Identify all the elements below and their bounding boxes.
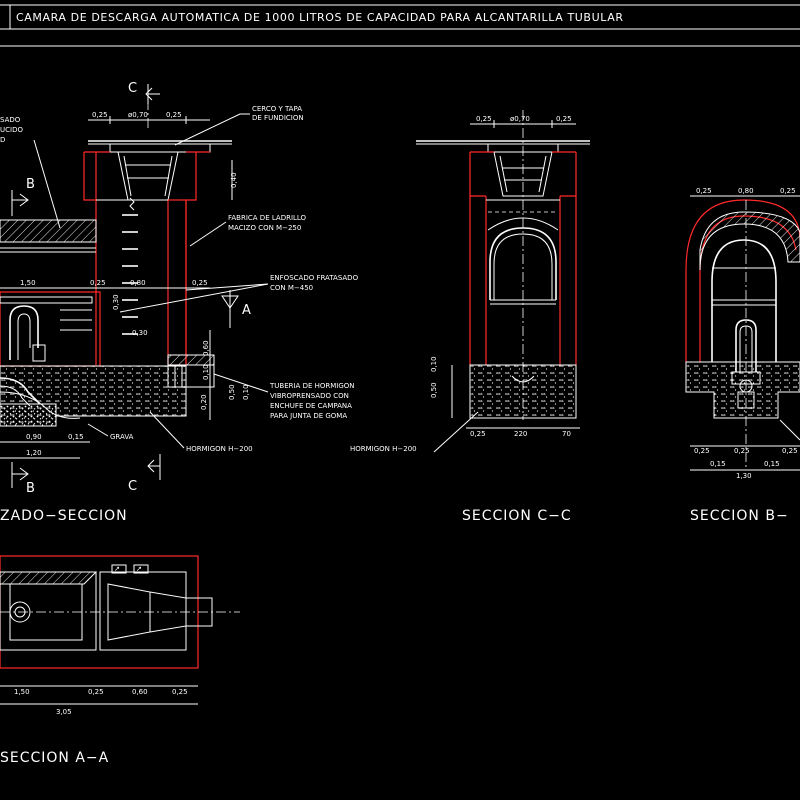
note-cerco-2: DE FUNDICION [252,114,304,122]
ladder-rungs [122,214,138,335]
manhole-cover [88,140,232,201]
note-cerco: CERCO Y TAPA DE FUNDICION [174,105,304,146]
note-grava: GRAVA [87,423,134,441]
dim-010b: 0,10 [242,384,250,400]
note-enfoscado-2: CON M−450 [270,284,313,292]
dim-050: 0,50 [228,384,236,400]
section-title-bb: SECCION B− [690,508,789,524]
dim-090: 0,90 [26,433,42,441]
alzado-seccion-view: 0,25 ø0,70 0,25 0,40 1,50 0,25 0,80 0,25… [0,81,359,524]
mark-c-top: C [128,81,137,96]
dim-top-070: ø0,70 [128,111,148,119]
note-hormigon-left: HORMIGON H−200 [149,411,253,453]
dim-040: 0,40 [230,172,238,188]
note-cerco-1: CERCO Y TAPA [252,105,302,113]
dim-top-025b: 0,25 [166,111,182,119]
dim-120: 1,20 [26,449,42,457]
note-hormigon-2: HORMIGON H−200 [350,445,417,453]
dim-bb-025c: 0,25 [694,447,710,455]
dim-bb-015a: 0,15 [710,460,726,468]
dim-bb-015b: 0,15 [764,460,780,468]
note-hormigon-1: HORMIGON H−200 [186,445,253,453]
note-fabrica-1: FABRICA DE LADRILLO [228,214,307,222]
mark-b-left: B [26,177,35,192]
note-grava: GRAVA [110,433,134,441]
note-left-cut: SADO UCIDO D [0,116,61,229]
dim-010a: 0,10 [202,364,210,380]
dim-bb-080: 0,80 [738,187,754,195]
svg-text:↗: ↗ [114,565,120,573]
dim-cc-70: 70 [562,430,571,438]
dim-top-025a: 0,25 [92,111,108,119]
dim-aa-060: 0,60 [132,688,148,696]
dim-aa-150: 1,50 [14,688,30,696]
level-mark-a: A [221,290,251,328]
note-hormigon-cc: HORMIGON H−200 [350,411,479,453]
note-fabrica-2: MACIZO CON M−250 [228,224,301,232]
seccion-bb-view: 0,25 0,80 0,25 0,25 0,25 0,25 0,15 0,15 … [685,187,800,524]
dim-030b: 0,30 [132,329,148,337]
note-tuberia-2: VIBROPRENSADO CON [270,392,349,400]
mark-b-bottom: B [26,481,35,496]
dim-015: 0,15 [68,433,84,441]
dim-cc-070: ø0,70 [510,115,530,123]
dim-bb-025d: 0,25 [734,447,750,455]
dim-150: 1,50 [20,279,36,287]
dim-cc-050: 0,50 [430,382,438,398]
dim-020: 0,20 [200,394,208,410]
note-tuberia-3: ENCHUFE DE CAMPANA [270,402,352,410]
seccion-cc-view: 0,25 ø0,70 0,25 0,50 0,10 0,25 220 70 HO… [350,110,590,524]
dim-025d: 0,25 [192,279,208,287]
note-tuberia-1: TUBERIA DE HORMIGON [269,382,355,390]
note-left-3: D [0,136,5,144]
dim-bb-025e: 0,25 [782,447,798,455]
mark-a: A [242,303,251,318]
dim-025c: 0,25 [90,279,106,287]
mark-c-bottom: C [128,479,137,494]
note-enfoscado-1: ENFOSCADO FRATASADO [270,274,359,282]
dim-aa-025a: 0,25 [88,688,104,696]
dim-cc-025c: 0,25 [470,430,486,438]
cut-mark-b-bottom: B [11,462,35,496]
section-title-alzado: ZADO−SECCION [0,508,128,524]
dim-bb-025a: 0,25 [696,187,712,195]
dim-cc-010: 0,10 [430,356,438,372]
note-fabrica: FABRICA DE LADRILLO MACIZO CON M−250 [189,214,307,247]
section-title-cc: SECCION C−C [462,508,572,524]
dim-cc-025b: 0,25 [556,115,572,123]
note-enfoscado: ENFOSCADO FRATASADO CON M−450 [119,274,359,313]
section-title-aa: SECCION A−A [0,750,109,766]
svg-text:↗: ↗ [136,565,142,573]
dim-060: 0,60 [202,340,210,356]
dim-bb-025b: 0,25 [780,187,796,195]
dim-bb-130: 1,30 [736,472,752,480]
drawing-title: CAMARA DE DESCARGA AUTOMATICA DE 1000 LI… [16,11,624,24]
title-block: CAMARA DE DESCARGA AUTOMATICA DE 1000 LI… [0,4,800,47]
note-left-2: UCIDO [0,126,23,134]
dim-cc-025a: 0,25 [476,115,492,123]
note-left-1: SADO [0,116,21,124]
dim-030a: 0,30 [112,294,120,310]
dim-080: 0,80 [130,279,146,287]
cut-mark-b-left: B [11,177,35,216]
cut-mark-c-bottom: C [128,454,161,494]
note-tuberia-4: PARA JUNTA DE GOMA [270,412,347,420]
dim-aa-305: 3,05 [56,708,72,716]
dim-cc-220: 220 [514,430,527,438]
seccion-aa-view: ↗ ↗ 1,50 0,25 0,60 0,25 3,05 SECCION A−A [0,555,240,766]
note-tuberia: TUBERIA DE HORMIGON VIBROPRENSADO CON EN… [213,373,355,420]
cut-mark-c-top: C [128,81,160,104]
dim-aa-025b: 0,25 [172,688,188,696]
